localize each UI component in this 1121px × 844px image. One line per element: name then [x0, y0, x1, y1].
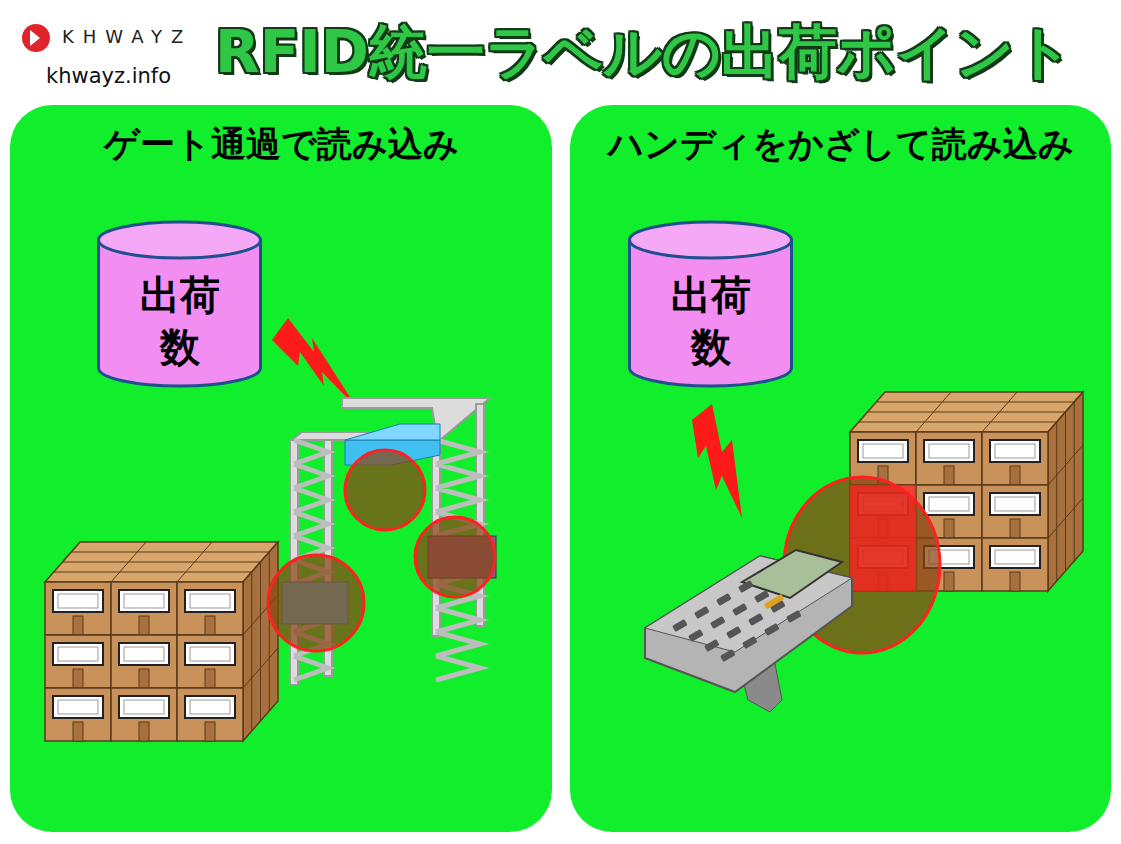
method-panel: ハンディをかざして読み込み出荷 数 [570, 105, 1111, 832]
signal-bolt [692, 404, 742, 518]
panel-heading: ゲート通過で読み込み [10, 121, 552, 168]
panel-heading: ハンディをかざして読み込み [570, 121, 1111, 168]
method-panel: ゲート通過で読み込み出荷 数 [10, 105, 552, 832]
handheld-terminal [645, 550, 852, 712]
carton-stack [850, 392, 1083, 591]
carton-stack [45, 542, 278, 741]
panel-ground [10, 105, 552, 832]
store-label: 出荷 数 [665, 269, 757, 373]
page-title: RFID統一ラベルの出荷ポイント [215, 14, 1073, 92]
store-label: 出荷 数 [134, 269, 226, 373]
database-cylinder: 出荷 数 [628, 222, 793, 386]
database-cylinder: 出荷 数 [97, 222, 262, 386]
read-field [268, 450, 495, 651]
logo-text: KHWAYZ [62, 26, 192, 47]
panel-ground [570, 105, 1111, 832]
site-url: khwayz.info [46, 64, 171, 88]
read-highlight [850, 485, 916, 591]
logo-mark [22, 24, 50, 52]
signal-bolt [272, 318, 357, 408]
